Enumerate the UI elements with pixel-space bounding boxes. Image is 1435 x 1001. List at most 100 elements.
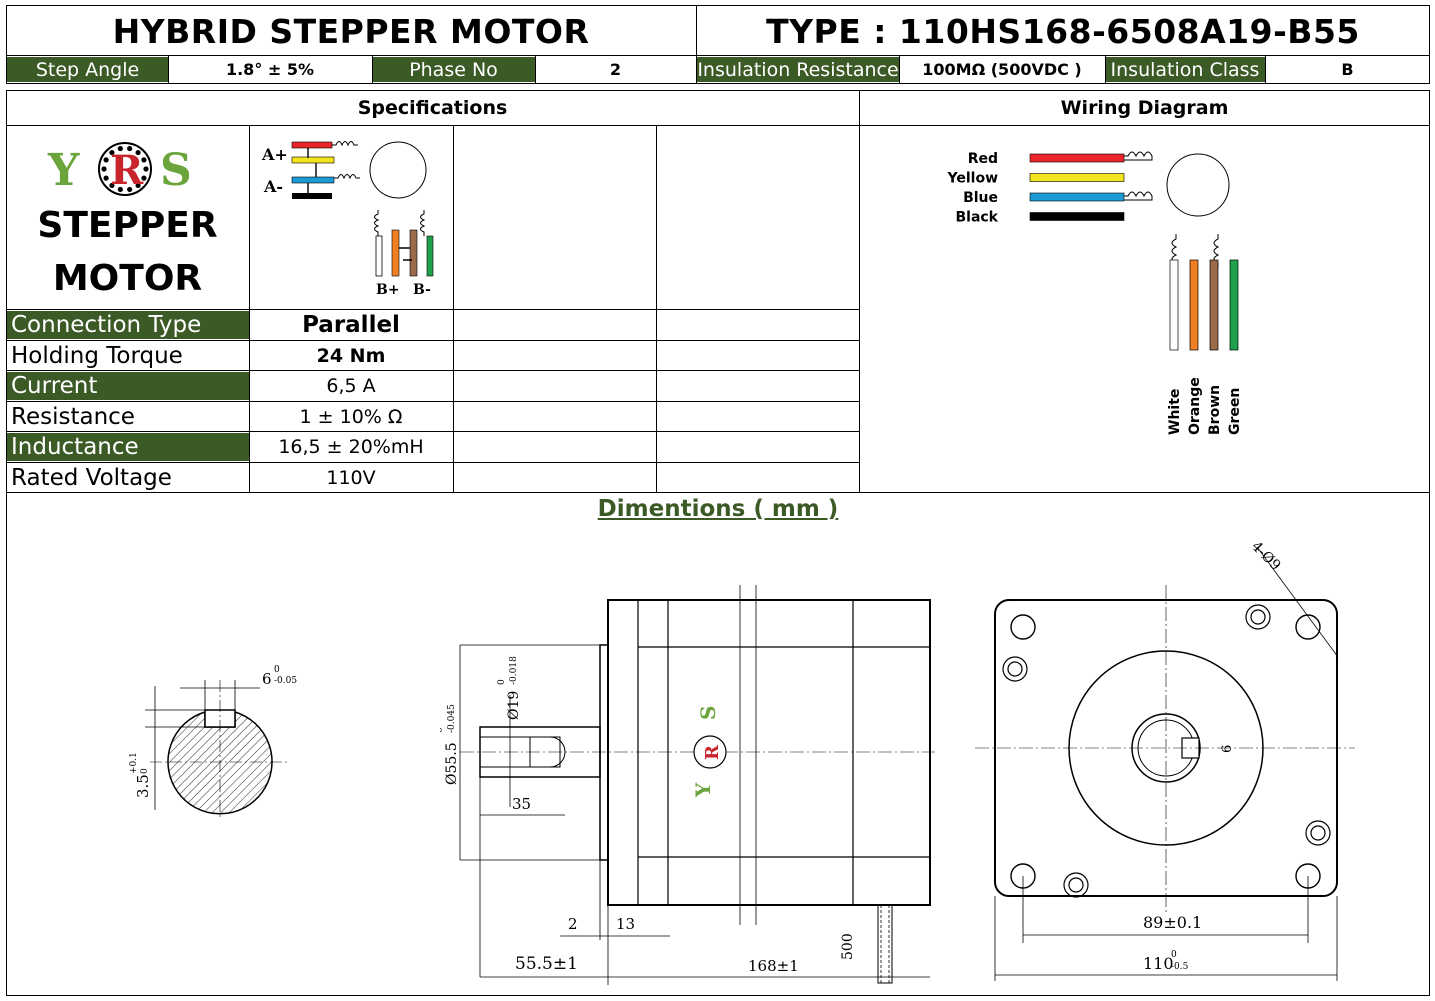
wire-label-left: Blue: [963, 190, 998, 206]
spec-label: Current: [7, 372, 249, 400]
svg-text:0: 0: [497, 679, 507, 685]
logo-dot: [117, 186, 123, 193]
wire-label-bottom: Orange: [1187, 377, 1203, 435]
step-angle-value: 1.8° ± 5%: [225, 60, 315, 79]
wire-label-bottom: Brown: [1207, 385, 1223, 435]
logo-letter-s: S: [160, 145, 192, 196]
b-plus-label: B+: [376, 282, 400, 298]
wire-label-bottom: Green: [1227, 388, 1243, 435]
svg-text:R: R: [702, 744, 723, 760]
specifications-heading: Specifications: [357, 97, 508, 119]
key-depth-dim: 3.5: [134, 774, 152, 798]
phase-no-label: Phase No: [372, 57, 535, 82]
wire-bottom: [1169, 259, 1179, 351]
wires-left: [1029, 153, 1125, 221]
spec-label: Inductance: [7, 433, 249, 461]
lead-len-dim: 500: [840, 933, 856, 960]
key-front-dim: 6: [1220, 745, 1235, 753]
phase-no-value: 2: [609, 60, 622, 79]
spec-value: 110V: [326, 467, 376, 489]
screw-head-icon: [1002, 604, 1331, 898]
logo-dot: [141, 157, 147, 163]
spec-label: Holding Torque: [11, 343, 183, 369]
motor-type: TYPE : 110HS168-6508A19-B55: [766, 11, 1360, 51]
logo-dot: [109, 149, 115, 156]
a-minus-label: A-: [263, 177, 283, 196]
dimensions-heading: Dimentions ( mm ): [597, 496, 839, 522]
wire-left: [1029, 153, 1125, 163]
holes-dim: 4-Ø9: [1248, 539, 1283, 574]
spec-value: 1 ± 10% Ω: [299, 406, 403, 428]
svg-text:S: S: [696, 706, 720, 720]
flange-len-dim: 13: [616, 915, 635, 933]
body-len-dim: 168±1: [748, 957, 799, 975]
hole-spacing-dim: 89±0.1: [1143, 913, 1202, 932]
spec-label: Connection Type: [7, 311, 249, 339]
header-frame: [6, 5, 1430, 84]
svg-text:0: 0: [274, 665, 280, 675]
shaft-keyway-section: 6 0 -0.05 3.5 +0.1 0: [129, 665, 297, 820]
logo-dot: [101, 166, 107, 172]
wire-bottom: [1209, 259, 1219, 351]
logo-dot: [109, 182, 115, 189]
parallel-connection-diagram: A+ A- B+ B-: [261, 141, 434, 298]
spec-label: Resistance: [11, 404, 135, 430]
motor-front-view: 4-Ø9 6 89±0.1 110 0 -0.5: [975, 539, 1355, 981]
logo-dot: [127, 145, 133, 152]
key-width-dim: 6: [262, 670, 272, 688]
spec-value: 6,5 A: [326, 375, 376, 397]
logo-ring-dots-icon: [101, 145, 149, 193]
mounting-hole-icon: [1010, 614, 1321, 889]
logo-dot: [135, 182, 141, 189]
pilot-dia-dim: Ø55.5: [444, 742, 460, 785]
spec-wiring-divider: [859, 90, 860, 492]
logo-letter-r: R: [110, 147, 144, 194]
insulation-class-value: B: [1341, 60, 1354, 79]
wire-left: [1029, 212, 1125, 221]
body-frame: [6, 90, 1430, 996]
header-rule: [6, 55, 1430, 56]
header-divider: [696, 5, 697, 84]
spec-value: 24 Nm: [316, 345, 386, 367]
wire-bottom: [1229, 259, 1239, 351]
shaft-len-dim: 35: [512, 795, 531, 813]
wiring-heading: Wiring Diagram: [1060, 97, 1229, 119]
logo-dot: [117, 145, 123, 152]
spec-value: 16,5 ± 20%mH: [278, 436, 424, 458]
a-plus-label: A+: [261, 145, 288, 164]
flange-size-dim: 110: [1143, 954, 1174, 973]
side-logo-icon: Y R S: [691, 706, 727, 798]
motor-title: HYBRID STEPPER MOTOR: [112, 11, 590, 51]
insulation-class-label: Insulation Class: [1105, 57, 1265, 82]
wire-left: [1029, 173, 1125, 182]
pilot-len-dim: 2: [568, 915, 578, 933]
svg-text:-0.05: -0.05: [274, 676, 297, 686]
logo-dot: [103, 157, 109, 163]
logo-motor-text: MOTOR: [52, 258, 203, 299]
logo-letter-y: Y: [47, 145, 80, 196]
wire-left: [1029, 192, 1125, 202]
svg-text:0: 0: [440, 727, 445, 733]
svg-text:-0.018: -0.018: [509, 656, 519, 685]
spec-label: Rated Voltage: [11, 465, 172, 491]
insulation-resistance-label: Insulation Resistance: [697, 57, 899, 82]
svg-text:0: 0: [1171, 950, 1177, 960]
logo-dot: [103, 175, 109, 181]
motor-side-view: Y R S Ø55.5 0 -0.045 Ø19 0 -0.018 35 2 1…: [440, 585, 935, 985]
spec-value: Parallel: [302, 312, 400, 338]
wire-bottom: [1189, 259, 1199, 351]
shaft-dia-dim: Ø19: [506, 691, 522, 720]
logo-dot: [141, 175, 147, 181]
svg-text:-0.045: -0.045: [447, 704, 457, 733]
wire-label-left: Yellow: [947, 171, 999, 187]
front-len-dim: 55.5±1: [515, 954, 578, 974]
wire-label-left: Red: [968, 151, 998, 167]
yrs-logo: Y R S: [47, 142, 192, 196]
svg-text:-0.5: -0.5: [1171, 962, 1189, 972]
wire-label-left: Black: [955, 210, 998, 226]
svg-text:0: 0: [140, 768, 150, 774]
svg-text:Y: Y: [691, 782, 715, 798]
